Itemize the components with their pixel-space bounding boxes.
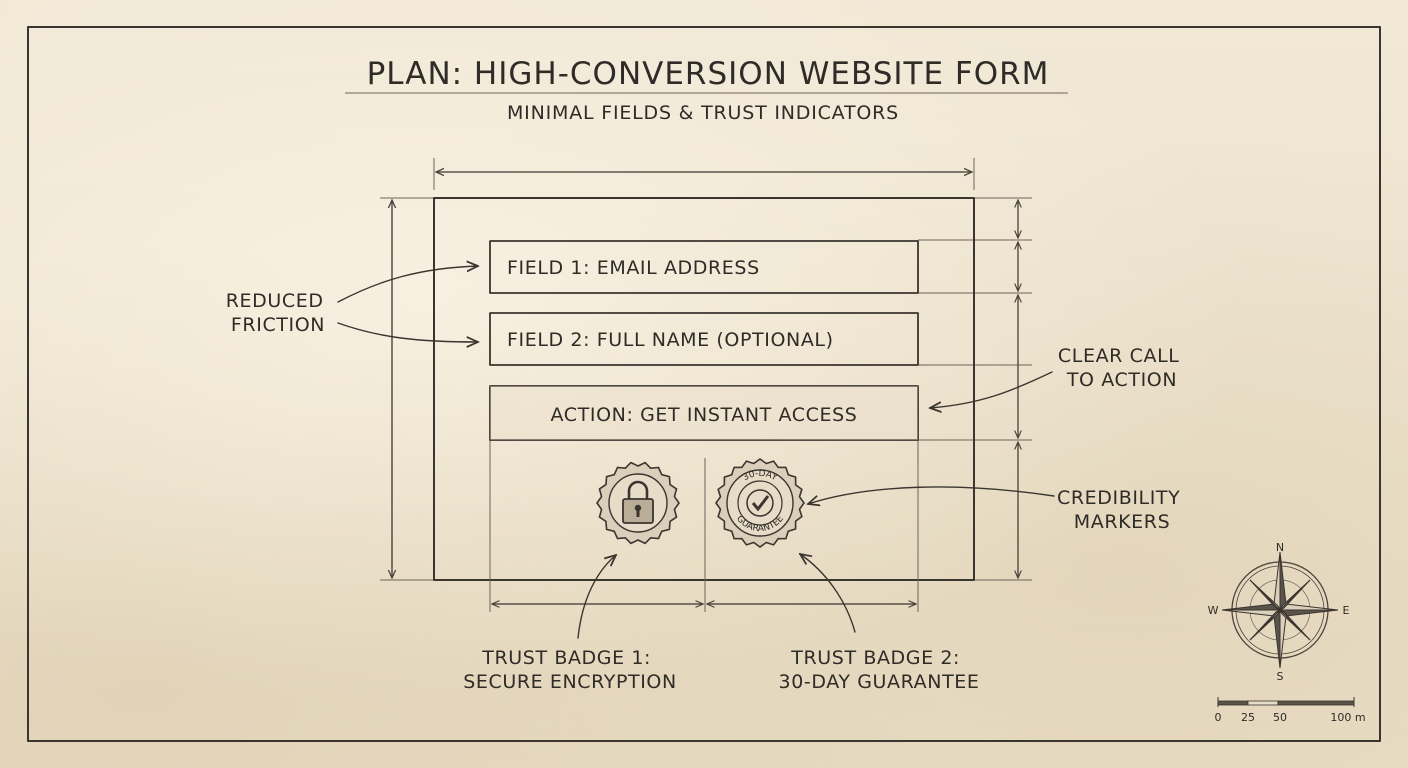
action-button-label: ACTION: GET INSTANT ACCESS — [551, 404, 858, 426]
page-border — [27, 26, 1381, 742]
scale-25: 25 — [1241, 711, 1255, 724]
form-container — [433, 197, 975, 581]
scale-bar: 0 25 50 100 m — [1215, 697, 1366, 724]
compass-s: S — [1277, 670, 1284, 683]
compass-w: W — [1208, 604, 1219, 617]
badge-30-day-text: 30-DAY — [741, 469, 779, 484]
email-field-label: FIELD 1: EMAIL ADDRESS — [507, 257, 760, 279]
lock-icon — [622, 480, 654, 524]
email-field[interactable] — [489, 240, 919, 294]
full-name-field[interactable] — [489, 312, 919, 366]
page-subtitle: MINIMAL FIELDS & TRUST INDICATORS — [507, 102, 899, 124]
arrow-to-field2 — [337, 322, 478, 342]
reduced-friction-label: REDUCED FRICTION — [226, 290, 331, 336]
scale-0: 0 — [1215, 711, 1222, 724]
arrow-to-badge2 — [808, 486, 1055, 504]
trust-badge-2-label: TRUST BADGE 2: 30-DAY GUARANTEE — [779, 647, 980, 693]
compass-rose: N S E W — [1208, 541, 1350, 683]
clear-cta-label: CLEAR CALL TO ACTION — [1058, 345, 1186, 391]
svg-text:30-DAY: 30-DAY — [741, 469, 779, 484]
arrow-to-field1 — [337, 266, 478, 303]
compass-n: N — [1276, 541, 1284, 554]
compass-e: E — [1343, 604, 1350, 617]
arrow-to-badge2-bottom — [800, 554, 856, 633]
scale-100m: 100 m — [1330, 711, 1365, 724]
arrow-to-badge1 — [577, 555, 616, 639]
checkmark-icon — [751, 495, 770, 512]
scale-50: 50 — [1273, 711, 1287, 724]
credibility-label: CREDIBILITY MARKERS — [1057, 487, 1187, 533]
trust-badge-1-label: TRUST BADGE 1: SECURE ENCRYPTION — [463, 647, 677, 693]
secure-encryption-badge — [596, 461, 680, 545]
get-instant-access-button[interactable] — [489, 385, 919, 441]
arrow-to-action — [930, 371, 1053, 408]
page-title: PLAN: HIGH-CONVERSION WEBSITE FORM — [367, 56, 1050, 92]
guarantee-badge: 30-DAY GUARANTEE — [715, 458, 805, 548]
full-name-field-label: FIELD 2: FULL NAME (OPTIONAL) — [507, 329, 834, 351]
